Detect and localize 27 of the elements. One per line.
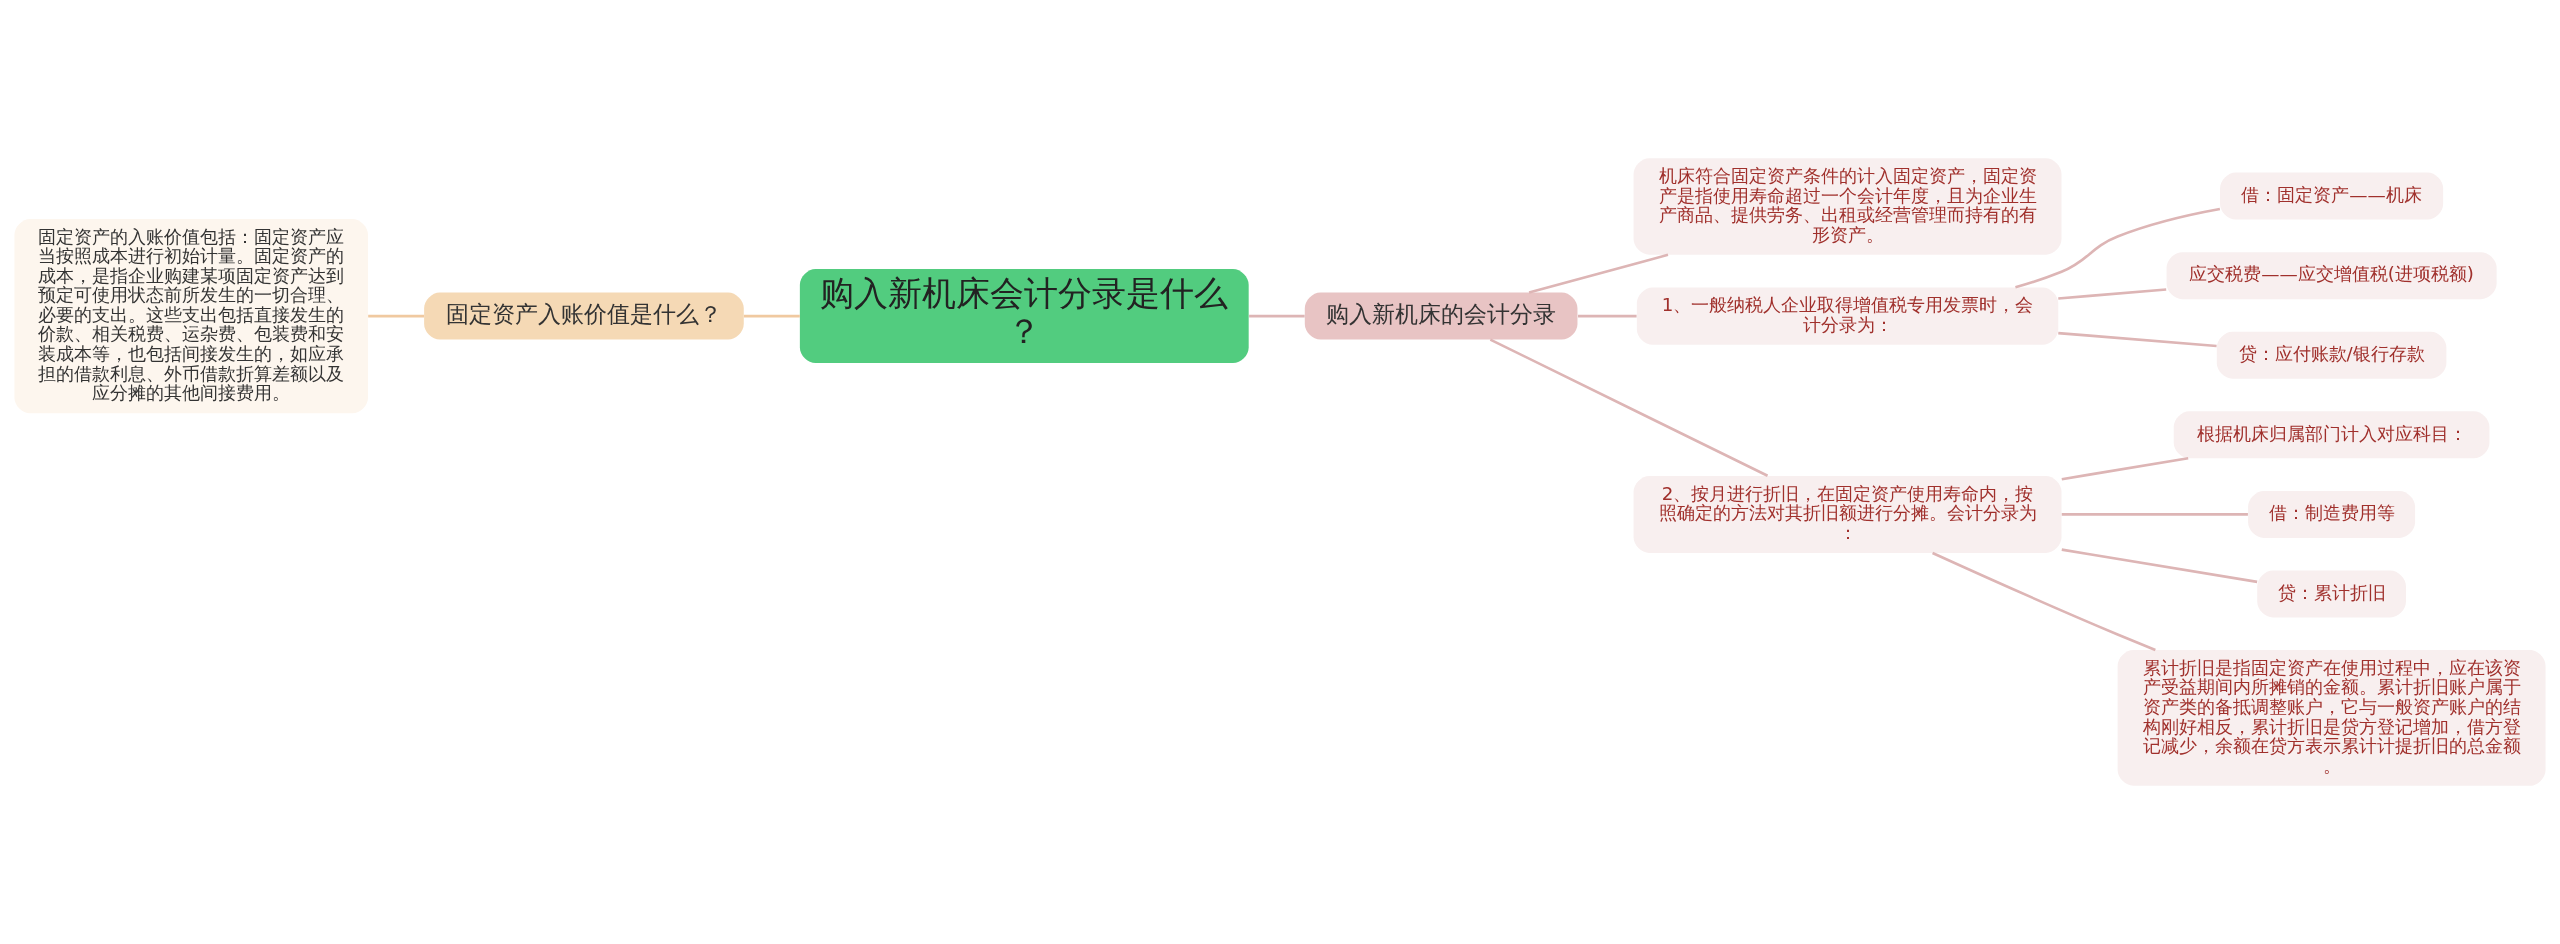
node-box: 累计折旧是指固定资产在使用过程中，应在该资产受益期间内所摊销的金额。累计折旧账户属于资产类的备抵调整账户，它与一般资产账户的结构刚好相反，累计折旧是贷方登记增加，借方登记减少，余额在贷方表示累计计提折旧的总金额。 <box>2117 650 2546 786</box>
connector <box>1249 314 1305 318</box>
connector <box>743 314 800 318</box>
node-box: 2、按月进行折旧，在固定资产使用寿命内，按照确定的方法对其折旧额进行分摊。会计分录为： <box>1633 475 2062 553</box>
connector <box>368 314 424 318</box>
connector <box>2061 457 2189 481</box>
connector <box>2015 207 2221 289</box>
connector <box>2061 513 2248 516</box>
node-box: 购入新机床会计分录是什么？ <box>799 269 1249 364</box>
node-box: 贷：应付账款/银行存款 <box>2216 331 2447 379</box>
node-box: 借：固定资产——机床 <box>2220 172 2444 220</box>
node-box: 应交税费——应交增值税(进项税额) <box>2166 252 2497 300</box>
node-box: 贷：累计折旧 <box>2257 570 2406 618</box>
node-box: 根据机床归属部门计入对应科目： <box>2173 411 2490 459</box>
connector <box>1489 338 1769 477</box>
connector <box>1578 314 1637 318</box>
connector <box>1932 551 2156 652</box>
connector <box>2061 548 2258 584</box>
node-box: 机床符合固定资产条件的计入固定资产，固定资产是指使用寿命超过一个会计年度，且为企业生产商品、提供劳务、出租或经营管理而持有的有形资产。 <box>1633 158 2062 255</box>
node-box: 固定资产的入账价值包括：固定资产应当按照成本进行初始计量。固定资产的成本，是指企业购建某项固定资产达到预定可使用状态前所发生的一切合理、必要的支出。这些支出包括直接发生的价款、相关税费、运杂费、包装费和安装成本等，也包括间接发生的，如应承担的借款利息、外币借款折算差额以及应分摊的其他间接费用。 <box>14 218 368 414</box>
connector <box>2058 288 2167 300</box>
connector <box>2058 331 2217 348</box>
node-box: 借：制造费用等 <box>2248 490 2416 538</box>
node-box: 固定资产入账价值是什么？ <box>424 292 744 340</box>
node-box: 购入新机床的会计分录 <box>1304 292 1578 340</box>
node-box: 1、一般纳税人企业取得增值税专用发票时，会计分录为： <box>1636 287 2059 345</box>
connector <box>1528 253 1669 294</box>
